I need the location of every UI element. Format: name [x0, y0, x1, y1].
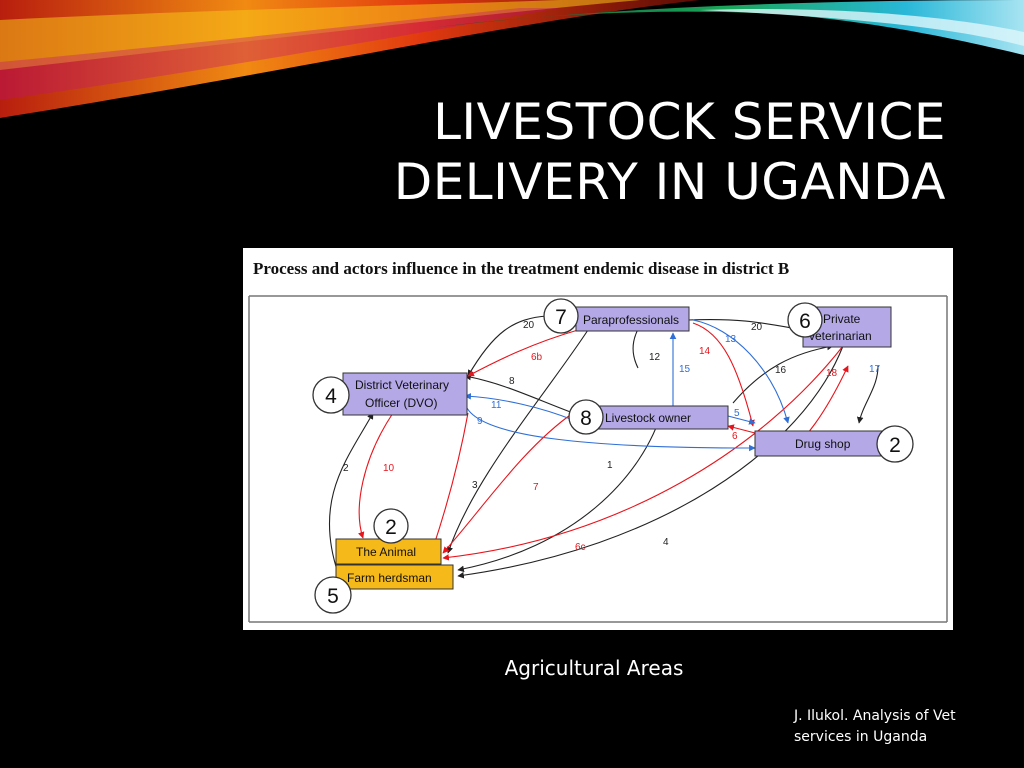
edge-label: 13	[725, 334, 737, 345]
edge-label: 2	[343, 463, 349, 474]
edge-6	[727, 424, 756, 434]
edge-2	[328, 412, 374, 574]
edge-label: 20	[523, 320, 535, 331]
edge-7	[442, 412, 574, 554]
edge-11	[464, 393, 574, 421]
edge-label: 16	[775, 365, 787, 376]
node-label: Farm herdsman	[347, 571, 432, 585]
node-paraprofessionals: Paraprofessionals 7	[543, 298, 690, 334]
node-label: Paraprofessionals	[583, 313, 679, 327]
credit-line-2: services in Uganda	[794, 729, 928, 745]
edge-label: 10	[383, 463, 395, 474]
node-district-veterinary-officer: District Veterinary Officer (DVO) 4	[312, 372, 468, 416]
node-label: Livestock owner	[605, 411, 691, 425]
title-line-2: DELIVERY IN UGANDA	[393, 153, 946, 211]
node-number: 6	[799, 310, 811, 333]
node-number: 2	[889, 434, 901, 457]
node-number: 4	[325, 385, 337, 408]
edge-4	[457, 345, 844, 579]
node-the-animal: The Animal 2	[335, 508, 442, 565]
edge-label: 20	[751, 322, 763, 333]
edge-1	[457, 407, 664, 573]
source-credit: J. Ilukol. Analysis of Vet services in U…	[794, 706, 956, 748]
diagram-heading: Process and actors influence in the trea…	[253, 259, 789, 278]
node-label: Private	[823, 312, 861, 326]
title-line-1: LIVESTOCK SERVICE	[433, 93, 946, 151]
node-number: 5	[327, 585, 339, 608]
edge-label: 8	[509, 376, 515, 387]
edge-label: 3	[472, 480, 478, 491]
edge-label: 6c	[575, 542, 586, 553]
edge-6c	[442, 345, 844, 561]
node-number: 2	[385, 516, 397, 539]
node-number: 8	[580, 407, 592, 430]
edge-8	[464, 373, 574, 414]
edge-5	[727, 415, 756, 425]
edge-9	[464, 402, 756, 452]
node-label: veterinarian	[809, 329, 872, 343]
edge-3	[446, 329, 589, 554]
node-label: Officer (DVO)	[365, 396, 437, 410]
edge-label: 7	[533, 482, 539, 493]
credit-line-1: J. Ilukol. Analysis of Vet	[794, 708, 956, 724]
edge-label: 17	[869, 364, 881, 375]
edge-16	[732, 343, 834, 404]
edge-label: 5	[734, 408, 740, 419]
node-drug-shop: Drug shop 2	[754, 425, 914, 463]
edge-labels: 20 6b 12 15 14 13 20 16 18 17 8 11 9 5 6…	[343, 320, 881, 553]
edge-label: 4	[663, 537, 669, 548]
node-label: District Veterinary	[355, 378, 449, 392]
node-label: Drug shop	[795, 437, 851, 451]
process-diagram: Process and actors influence in the trea…	[248, 259, 948, 623]
node-number: 7	[555, 306, 567, 329]
edge-14	[692, 322, 755, 427]
node-private-veterinarian: Private veterinarian 6	[787, 302, 892, 348]
decorative-banner	[0, 0, 1024, 118]
edge-label: 14	[699, 346, 711, 357]
diagram-caption: Agricultural Areas	[504, 656, 684, 680]
edge-dvo-animal	[431, 412, 469, 549]
edge-label: 1	[607, 460, 613, 471]
edge-label: 12	[649, 352, 661, 363]
process-diagram-image: Process and actors influence in the trea…	[243, 248, 953, 630]
node-farm-herdsman: Farm herdsman 5	[314, 564, 454, 614]
edge-label: 9	[477, 416, 483, 427]
slide-title: LIVESTOCK SERVICE DELIVERY IN UGANDA	[246, 92, 946, 212]
node-label: The Animal	[356, 545, 416, 559]
node-livestock-owner: Livestock owner 8	[568, 399, 729, 435]
edge-label: 11	[491, 400, 502, 411]
edge-label: 15	[679, 364, 691, 375]
edge-label: 18	[826, 368, 838, 379]
edge-20-left	[467, 315, 549, 377]
edge-13	[692, 319, 790, 424]
edge-label: 6	[732, 431, 738, 442]
edge-17	[856, 365, 879, 424]
edge-label: 6b	[531, 352, 543, 363]
edge-6b	[467, 329, 579, 377]
edge-10	[357, 412, 394, 539]
